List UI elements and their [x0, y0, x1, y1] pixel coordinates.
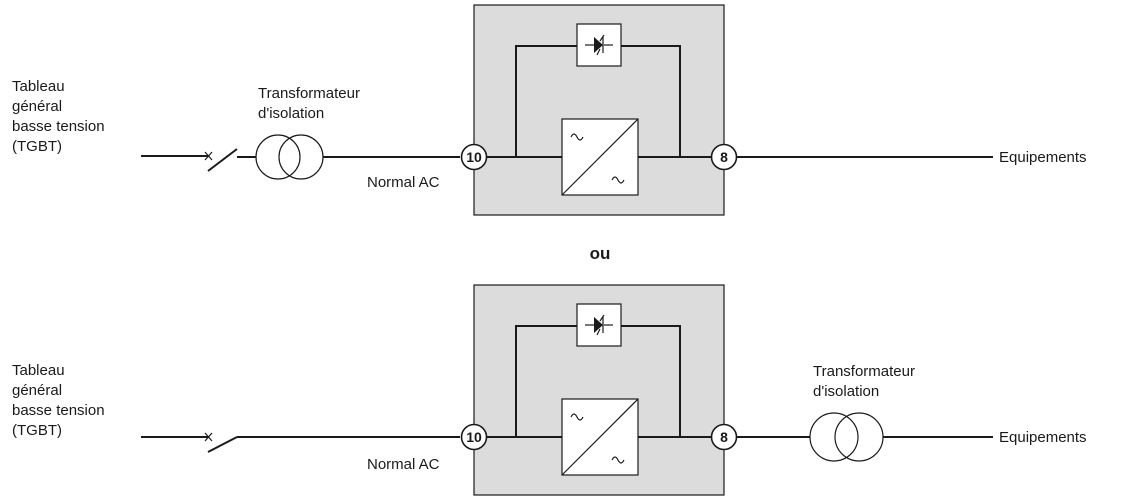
transformer-label: Transformateur d'isolation — [258, 85, 364, 122]
output-terminal: 8 — [710, 423, 738, 451]
isolation-transformer — [237, 134, 460, 180]
input-terminal: 10 — [460, 423, 488, 451]
input-terminal: 10 — [460, 143, 488, 171]
source-label: Tableau général basse tension (TGBT) — [12, 362, 109, 439]
svg-text:10: 10 — [466, 149, 482, 165]
source-label: Tableau général basse tension (TGBT) — [12, 78, 109, 155]
bypass-wire-left — [474, 325, 577, 438]
separator-label: ou — [590, 244, 611, 263]
load-label: Equipements — [999, 429, 1087, 446]
input-label: Normal AC — [367, 456, 440, 473]
converter-block — [561, 118, 639, 196]
diagram-transformer-downstream: Tableau général basse tension (TGBT) Nor… — [12, 284, 1087, 496]
static-switch — [576, 23, 622, 67]
svg-text:8: 8 — [720, 429, 728, 445]
circuit-breaker — [141, 432, 460, 453]
bypass-wire-left — [474, 45, 577, 158]
load-label: Equipements — [999, 149, 1087, 166]
converter-block — [561, 398, 639, 476]
static-switch — [576, 303, 622, 347]
isolation-transformer — [809, 412, 884, 462]
circuit-breaker — [141, 148, 238, 172]
svg-text:10: 10 — [466, 429, 482, 445]
diagram-transformer-upstream: Tableau général basse tension (TGBT) Tra… — [12, 4, 1087, 216]
bypass-wire-right — [621, 45, 681, 157]
bypass-wire-right — [621, 325, 681, 437]
input-label: Normal AC — [367, 174, 440, 191]
output-terminal: 8 — [710, 143, 738, 171]
transformer-label: Transformateur d'isolation — [813, 363, 919, 400]
svg-text:8: 8 — [720, 149, 728, 165]
